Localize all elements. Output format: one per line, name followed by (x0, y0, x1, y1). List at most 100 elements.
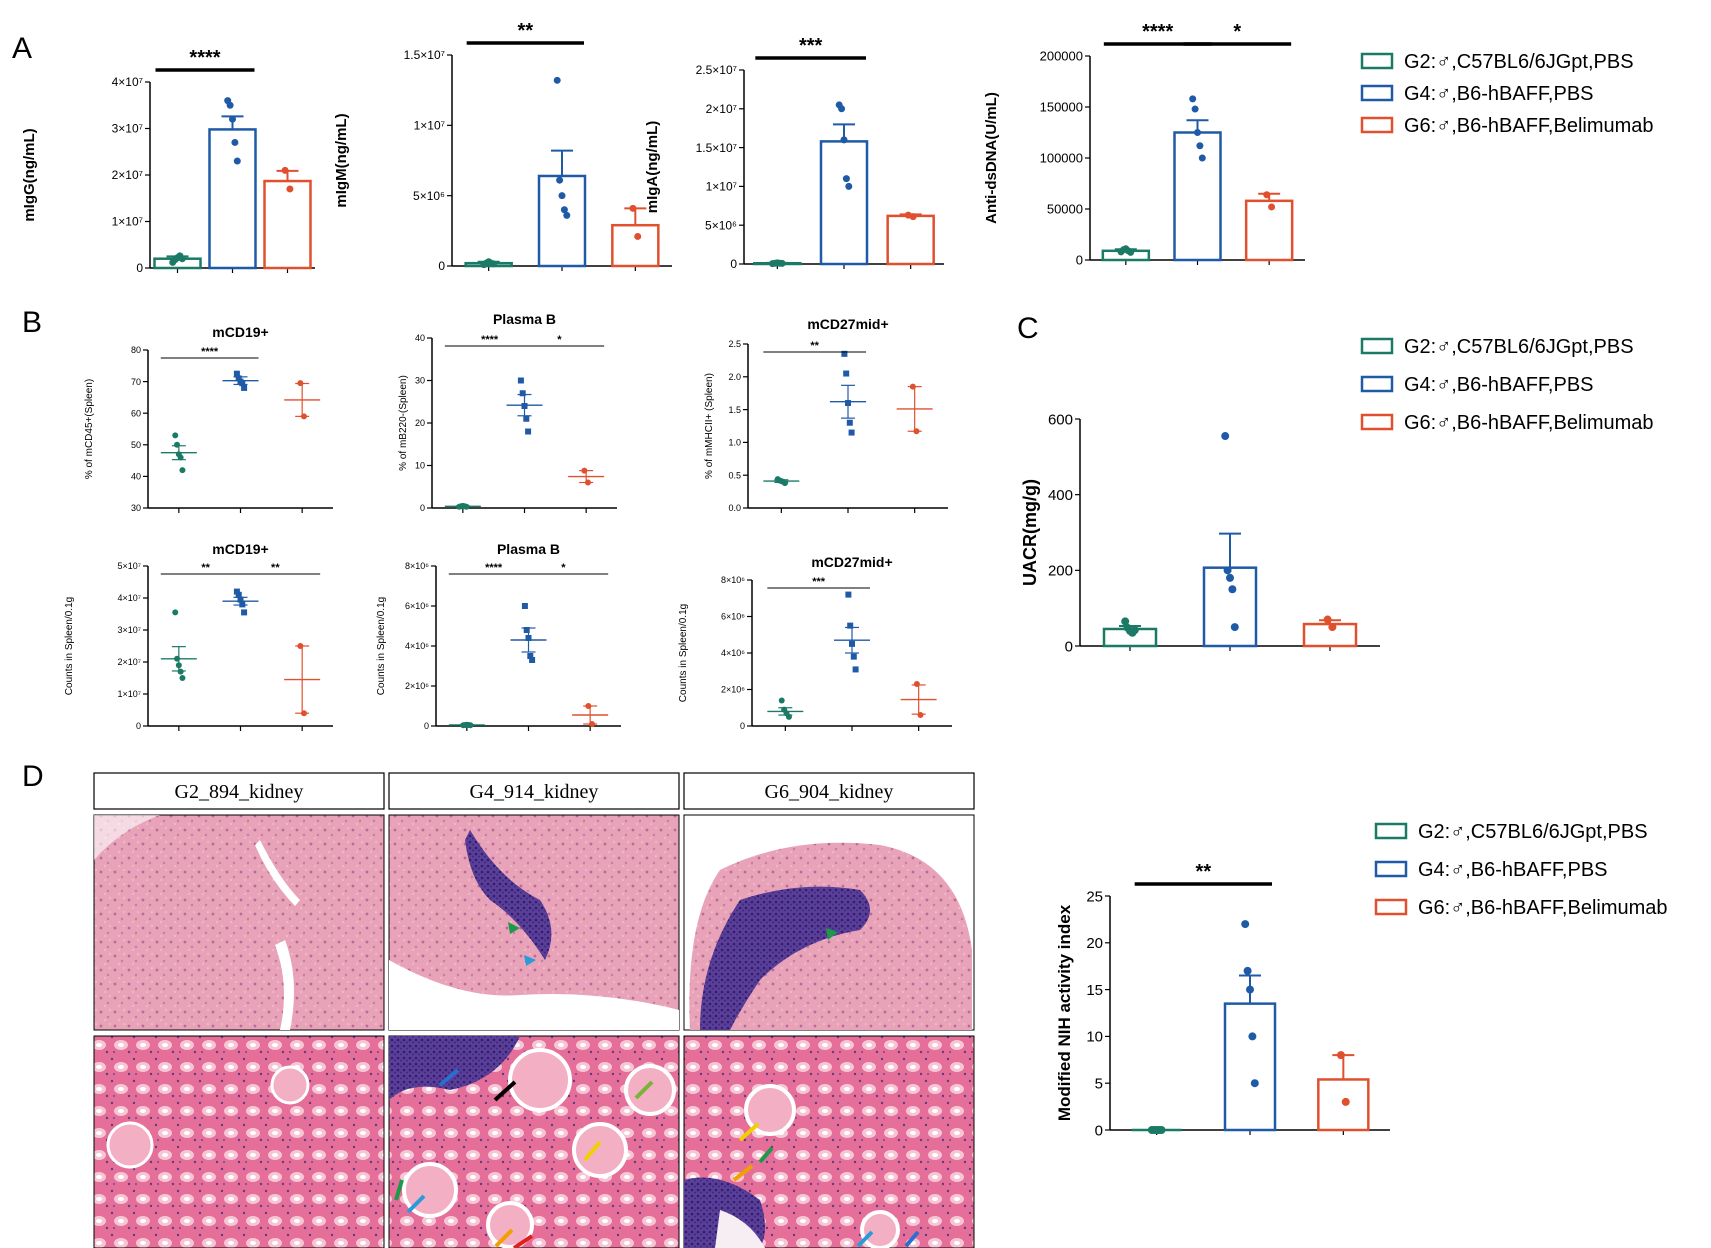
data-point (1228, 585, 1237, 594)
y-axis-label: UACR(mg/g) (1020, 479, 1040, 586)
y-tick-label: 8×10⁶ (405, 561, 429, 571)
series-G6 (1317, 1051, 1370, 1132)
y-tick-label: 1×10⁷ (117, 689, 141, 699)
y-tick-label: 0 (1065, 638, 1073, 655)
y-tick-label: 0 (424, 721, 429, 731)
data-point (226, 101, 234, 109)
data-point (1130, 626, 1139, 635)
bar-G4 (537, 174, 587, 268)
panel-letter-b: B (22, 306, 42, 339)
y-tick-label: 400 (1048, 487, 1073, 504)
legend-label-G6: G6:♂,B6-hBAFF,Belimumab (1418, 897, 1668, 919)
data-point (235, 591, 242, 598)
data-point (529, 657, 536, 663)
data-point (521, 403, 528, 409)
y-tick-label: 2×10⁷ (112, 168, 143, 182)
legend-2: G2:♂,C57BL6/6JGpt,PBSG4:♂,B6-hBAFF,PBSG6… (1360, 336, 1654, 434)
histology-title-1: G2_894_kidney (175, 781, 304, 803)
data-point (913, 428, 920, 435)
legend-3: G2:♂,C57BL6/6JGpt,PBSG4:♂,B6-hBAFF,PBSG6… (1374, 821, 1668, 919)
data-point (233, 157, 241, 165)
data-point (588, 721, 595, 727)
series-G2 (448, 721, 485, 729)
legend-swatch-G2 (1360, 52, 1394, 70)
charts-layer: 01×10⁷2×10⁷3×10⁷4×10⁷mIgG(ng/mL)****05×1… (21, 20, 1390, 1139)
y-tick-label: 0.0 (728, 503, 741, 513)
arrow-orange-icon (494, 1228, 514, 1248)
y-axis-label: % of mCD45+(Spleen) (84, 379, 95, 479)
significance-label: ** (201, 562, 210, 574)
data-point (175, 662, 182, 669)
data-point (1246, 985, 1254, 994)
legend-label-G2: G2:♂,C57BL6/6JGpt,PBS (1404, 336, 1634, 358)
histology-arrows-g6 (732, 1122, 920, 1248)
chart-title: mCD19+ (212, 324, 268, 340)
y-tick-label: 6×10⁶ (405, 601, 429, 611)
data-point (172, 609, 179, 616)
y-tick-label: 15 (1086, 982, 1103, 999)
data-point (527, 653, 534, 659)
data-point (1328, 623, 1337, 632)
y-tick-label: 40 (415, 333, 425, 343)
histology-arrows-g4 (394, 1068, 654, 1248)
data-point (1323, 615, 1332, 624)
histology-image-g2-high (93, 1035, 385, 1248)
data-point (1243, 966, 1252, 975)
arrow-blue-icon (856, 1230, 874, 1248)
bar-G6 (263, 179, 312, 270)
y-tick-label: 5 (1095, 1075, 1103, 1092)
data-point (840, 136, 848, 144)
data-point (467, 722, 474, 729)
data-point (909, 213, 917, 221)
data-point (1198, 154, 1206, 162)
legend-swatch-G6 (1360, 413, 1394, 431)
series-G6 (568, 467, 605, 486)
bar-G6 (611, 223, 660, 268)
chart-title: mCD27mid+ (807, 316, 888, 332)
legend-label-G6: G6:♂,B6-hBAFF,Belimumab (1404, 115, 1654, 137)
data-point (560, 206, 568, 214)
data-point (1221, 432, 1230, 441)
histology-image-g6-low (683, 814, 975, 1031)
y-tick-label: 20 (1086, 935, 1103, 952)
data-point (233, 588, 240, 595)
series-G2 (767, 697, 804, 720)
arrow-green-icon (634, 1080, 654, 1100)
series-G2 (1101, 245, 1151, 262)
data-point (845, 400, 851, 407)
series-G6 (263, 166, 312, 270)
data-point (521, 603, 528, 609)
data-point (843, 370, 850, 377)
chart-title: mCD27mid+ (811, 554, 892, 570)
y-axis-label: mIgM(ng/mL) (333, 113, 350, 207)
data-point (525, 428, 532, 435)
y-tick-label: 2.0 (728, 372, 741, 382)
data-point (846, 419, 853, 426)
series-G4 (222, 370, 259, 391)
data-point (849, 640, 855, 647)
data-point (909, 383, 916, 390)
series-G2 (160, 432, 197, 474)
data-point (179, 467, 186, 474)
data-point (852, 666, 859, 673)
y-tick-label: 4×10⁶ (721, 648, 745, 658)
series-G4 (1173, 95, 1222, 262)
data-point (913, 681, 920, 688)
y-tick-label: 70 (131, 377, 141, 387)
y-tick-label: 0 (420, 503, 425, 513)
y-tick-label: 200000 (1040, 49, 1083, 64)
series-G6 (900, 681, 937, 719)
y-tick-label: 150000 (1040, 100, 1083, 115)
series-G4 (506, 377, 543, 435)
significance-label: * (557, 334, 562, 346)
y-tick-label: 5×10⁶ (413, 189, 445, 203)
y-axis-label: Counts in Spleen/0.1g (678, 604, 689, 702)
arrowhead-blue-icon (524, 955, 536, 966)
arrow-green-icon (758, 1146, 774, 1164)
data-point (556, 176, 564, 184)
series-G6 (284, 380, 321, 420)
